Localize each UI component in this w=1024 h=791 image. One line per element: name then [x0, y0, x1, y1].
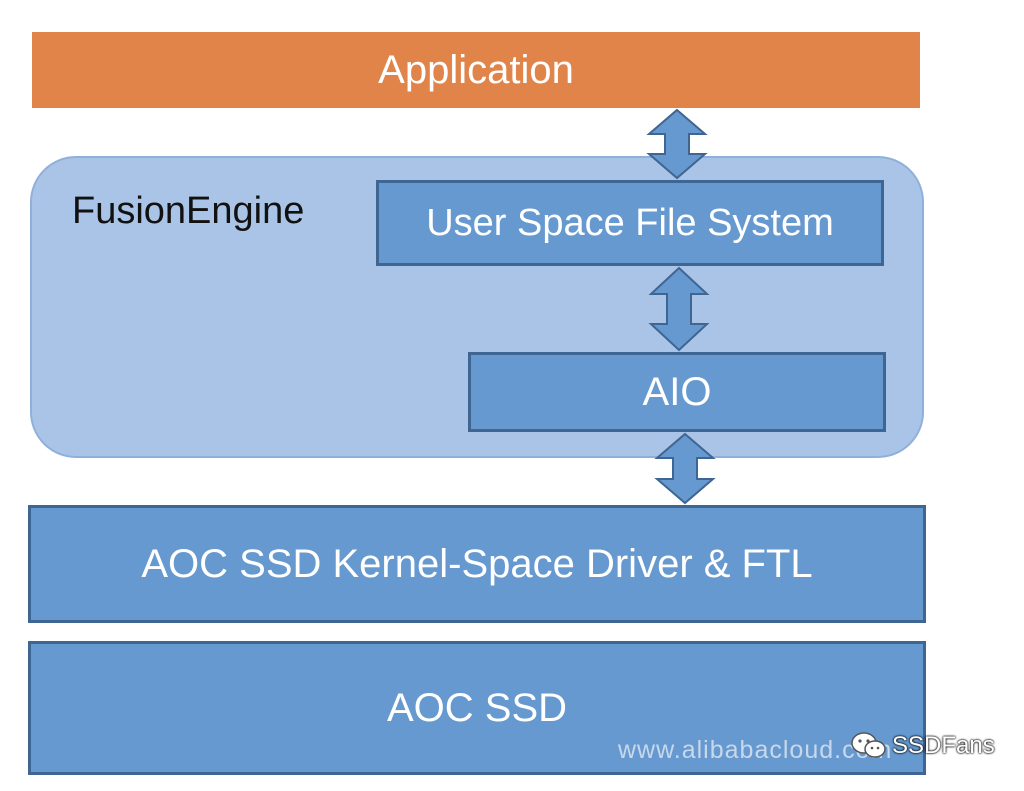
application-label: Application	[378, 47, 574, 92]
user-space-file-system-box: User Space File System	[376, 180, 884, 266]
double-arrow-icon-fs-to-aio	[648, 266, 710, 352]
kernel-driver-ftl-box: AOC SSD Kernel-Space Driver & FTL	[28, 505, 926, 623]
application-layer: Application	[32, 32, 920, 108]
user-space-file-system-label: User Space File System	[426, 201, 834, 244]
double-arrow-icon-aio-to-driver	[654, 432, 716, 505]
kernel-driver-ftl-label: AOC SSD Kernel-Space Driver & FTL	[141, 541, 813, 586]
brand-badge-text: SSDFans	[892, 732, 995, 759]
fusion-engine-label: FusionEngine	[72, 190, 305, 232]
wechat-icon	[851, 732, 886, 758]
brand-badge: SSDFans	[850, 730, 995, 762]
aio-box: AIO	[468, 352, 886, 432]
double-arrow-icon-app-to-fs	[646, 108, 708, 180]
watermark-site: www.alibabacloud.com	[618, 736, 893, 764]
aio-label: AIO	[642, 369, 712, 414]
aoc-ssd-box: AOC SSD	[28, 641, 926, 775]
aoc-ssd-label: AOC SSD	[386, 685, 568, 730]
